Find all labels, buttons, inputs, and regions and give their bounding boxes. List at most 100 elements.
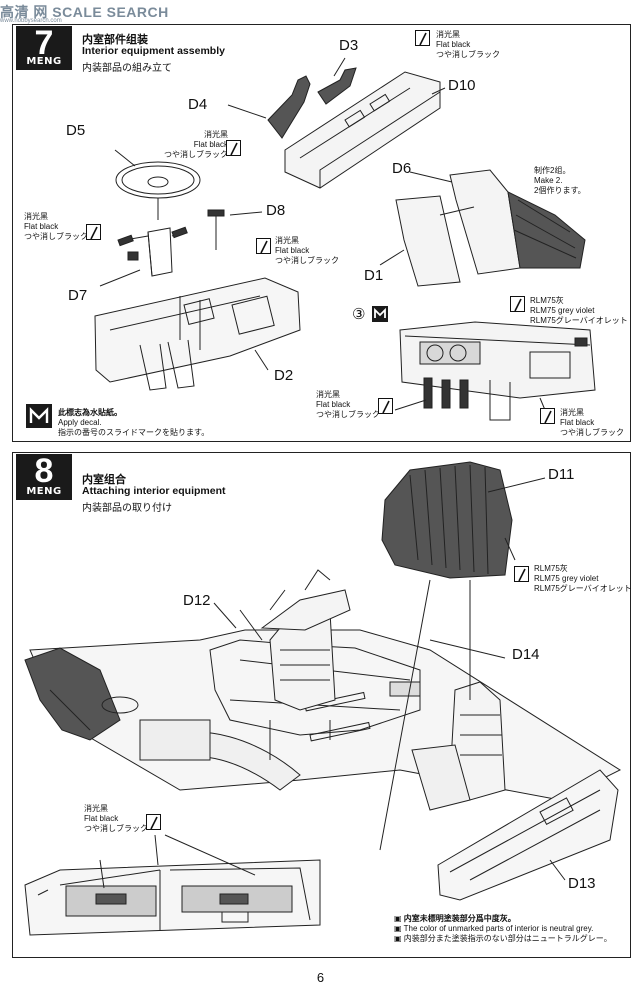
rear-bench-d11: [381, 461, 513, 579]
unmarked-en-text: The color of unmarked parts of interior …: [403, 924, 594, 933]
step-7-title-cn: 内室部件组装: [82, 34, 148, 46]
paint-callout-flat-black: 消光黑 Flat black つや消しブラック: [164, 130, 228, 160]
make-two-note: 制作2组。 Make 2. 2個作ります。: [534, 166, 586, 196]
step-7-number: 7: [34, 24, 54, 62]
make-two-en: Make 2.: [534, 176, 563, 185]
paint-jp: つや消しブラック: [164, 150, 228, 159]
brush-icon: [226, 140, 241, 156]
paint-en: Flat black: [84, 814, 119, 823]
brush-icon: [146, 814, 161, 830]
brush-icon: [86, 224, 101, 240]
watermark-url: www.hobbysearch.com: [0, 18, 62, 24]
watermark-text: 高清 网 SCALE SEARCH: [0, 4, 169, 20]
paint-jp: つや消しブラック: [560, 428, 624, 437]
part-label-d2: D2: [274, 367, 294, 384]
step-8-number: 8: [34, 452, 54, 490]
paint-jp: つや消しブラック: [84, 824, 148, 833]
paint-cn: 消光黑: [84, 804, 108, 813]
dashboard-d2: [94, 277, 301, 383]
unmarked-note-cn: ▣ 内室未標明塗装部分爲中度灰。: [394, 914, 612, 924]
paint-cn: 消光黑: [24, 212, 48, 221]
paint-jp: RLM75グレーバイオレット: [530, 316, 628, 325]
instrument-panel: [399, 321, 596, 399]
brush-icon: [540, 408, 555, 424]
part-label-d1: D1: [364, 267, 384, 284]
paint-jp: つや消しブラック: [24, 232, 88, 241]
unmarked-note-jp: ▣ 内装部分また塗装指示のない部分はニュートラルグレー。: [394, 934, 612, 944]
decal-legend: 此標志為水貼紙。 Apply decal. 指示の番号のスライドマークを貼ります…: [58, 408, 209, 438]
unmarked-cn-text: 内室未標明塗装部分爲中度灰。: [403, 914, 516, 923]
part-label-d11: D11: [548, 466, 575, 483]
decal-legend-jp: 指示の番号のスライドマークを貼ります。: [58, 428, 210, 437]
paint-en: Flat black: [316, 400, 351, 409]
part-label-d14: D14: [512, 646, 540, 663]
paint-callout-flat-black: 消光黑 Flat black つや消しブラック: [275, 236, 339, 266]
unmarked-jp-text: 内装部分また塗装指示のない部分はニュートラルグレー。: [403, 934, 612, 943]
paint-cn: 消光黑: [316, 390, 340, 399]
bullet-icon: ▣: [394, 914, 404, 923]
step-8-title-cn: 内室组合: [82, 474, 126, 486]
unmarked-note-en: ▣ The color of unmarked parts of interio…: [394, 924, 612, 934]
step-8-badge: 8 MENG: [16, 452, 72, 500]
seat-cushion: [507, 191, 586, 269]
paint-callout-grey-violet: RLM75灰 RLM75 grey violet RLM75グレーバイオレット: [530, 296, 628, 326]
step-8-title-jp: 内装部品の取り付け: [82, 503, 172, 514]
part-label-d3: D3: [339, 37, 359, 54]
bullet-icon: ▣: [394, 924, 404, 933]
paint-cn: 消光黑: [204, 130, 228, 139]
part-label-d8: D8: [266, 202, 286, 219]
center-console-d10: [284, 71, 441, 189]
make-two-jp: 2個作ります。: [534, 186, 586, 195]
step-7-title-en: Interior equipment assembly: [82, 45, 225, 57]
paint-jp: RLM75グレーバイオレット: [534, 584, 632, 593]
paint-en: Flat black: [560, 418, 595, 427]
paint-jp: つや消しブラック: [275, 256, 339, 265]
decal-legend-cn: 此標志為水貼紙。: [58, 408, 122, 417]
paint-en: Flat black: [436, 40, 471, 49]
front-dashboard: [24, 647, 121, 741]
paint-cn: RLM75灰: [534, 564, 568, 573]
step-8-title-en: Attaching interior equipment: [82, 485, 226, 497]
decal-icon: [372, 306, 388, 322]
paint-en: Flat black: [193, 140, 228, 149]
decal-number: ③: [352, 306, 366, 323]
unmarked-parts-note: ▣ 内室未標明塗装部分爲中度灰。 ▣ The color of unmarked…: [394, 914, 612, 944]
bullet-icon: ▣: [394, 934, 404, 943]
step-7-title-jp: 内装部品の組み立て: [82, 63, 172, 74]
paint-en: Flat black: [24, 222, 59, 231]
part-label-d6: D6: [392, 160, 412, 177]
paint-callout-flat-black: 消光黑 Flat black つや消しブラック: [560, 408, 624, 438]
paint-callout-grey-violet: RLM75灰 RLM75 grey violet RLM75グレーバイオレット: [534, 564, 632, 594]
part-label-d10: D10: [448, 77, 476, 94]
paint-cn: RLM75灰: [530, 296, 564, 305]
paint-cn: 消光黑: [560, 408, 584, 417]
paint-jp: つや消しブラック: [436, 50, 500, 59]
paint-en: RLM75 grey violet: [530, 306, 595, 315]
paint-jp: つや消しブラック: [316, 410, 380, 419]
paint-cn: 消光黑: [275, 236, 299, 245]
brush-icon: [256, 238, 271, 254]
paint-callout-flat-black: 消光黑 Flat black つや消しブラック: [436, 30, 500, 60]
handbrake-boot-d3: [317, 67, 357, 105]
decal-legend-icon: [26, 404, 52, 428]
meng-logo: MENG: [26, 486, 62, 497]
step-7-badge: 7 MENG: [16, 24, 72, 70]
part-label-d4: D4: [188, 96, 208, 113]
page-number: 6: [316, 970, 325, 985]
door-panel-d13: [437, 769, 619, 901]
paint-callout-flat-black: 消光黑 Flat black つや消しブラック: [84, 804, 148, 834]
seat-back-d1: [395, 195, 461, 287]
make-two-cn: 制作2组。: [534, 166, 571, 175]
paint-callout-flat-black: 消光黑 Flat black つや消しブラック: [24, 212, 88, 242]
brush-icon: [415, 30, 430, 46]
part-label-d13: D13: [568, 875, 596, 892]
paint-en: Flat black: [275, 246, 310, 255]
brush-icon: [378, 398, 393, 414]
shifter-boot-d4: [267, 75, 311, 139]
paint-cn: 消光黑: [436, 30, 460, 39]
meng-logo: MENG: [26, 56, 62, 67]
decal-legend-en: Apply decal.: [58, 418, 102, 427]
paint-en: RLM75 grey violet: [534, 574, 599, 583]
